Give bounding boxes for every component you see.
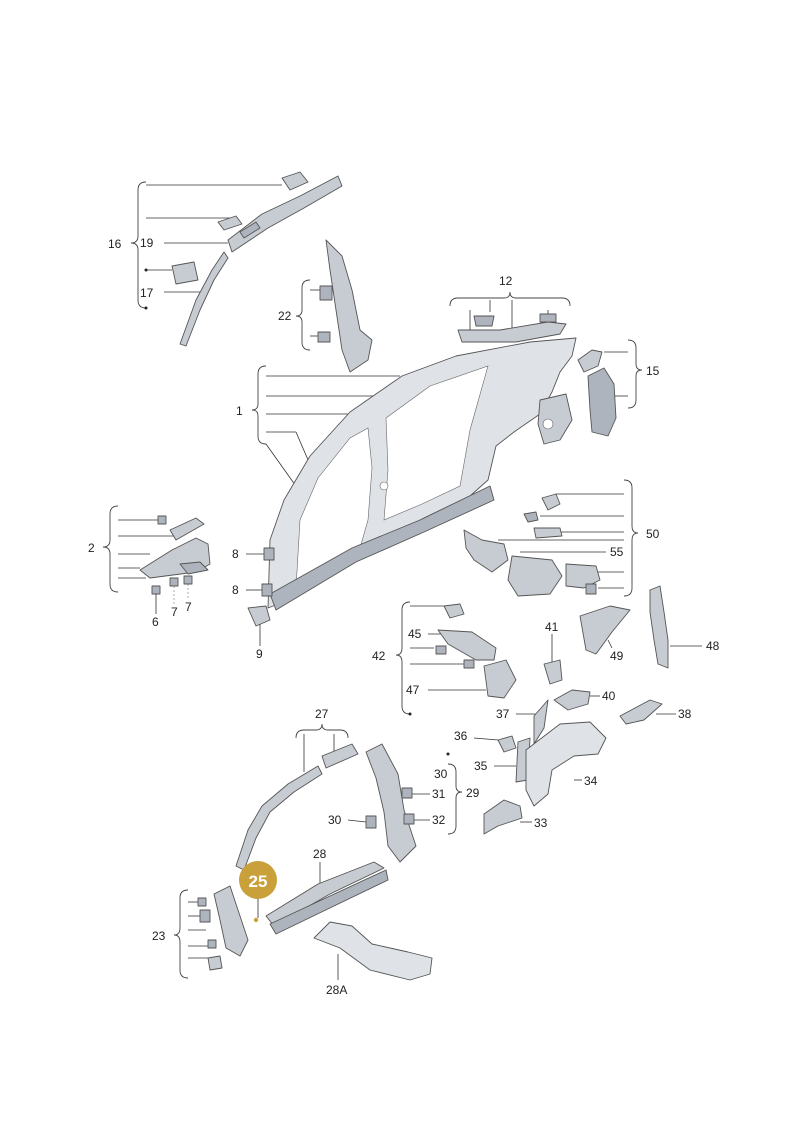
callout-8a: 8 — [232, 547, 239, 561]
callout-48: 48 — [706, 639, 720, 653]
callout-30b: 30 — [328, 813, 342, 827]
highlight-label[interactable]: 25 — [249, 872, 268, 891]
callout-29: 29 — [466, 786, 480, 800]
callout-labels: 16 19 17 22 12 15 1 2 8 8 6 7 7 9 50 55 … — [88, 236, 720, 997]
highlight-callout-25[interactable]: 25 — [239, 861, 277, 899]
callout-27: 27 — [315, 707, 329, 721]
callout-37: 37 — [496, 707, 510, 721]
group-23 — [173, 885, 259, 979]
group-41-48-49 — [543, 585, 702, 685]
callout-34: 34 — [584, 774, 598, 788]
callout-23: 23 — [152, 929, 166, 943]
group-42 — [395, 601, 517, 716]
callout-31: 31 — [432, 787, 446, 801]
callout-15: 15 — [646, 364, 660, 378]
callout-41: 41 — [545, 620, 559, 634]
callout-50: 50 — [646, 527, 660, 541]
callout-12: 12 — [499, 274, 513, 288]
callout-40: 40 — [602, 689, 616, 703]
callout-28A: 28A — [326, 983, 347, 997]
group-2 — [102, 505, 211, 614]
callout-7b: 7 — [185, 600, 192, 614]
group-16 — [130, 171, 343, 347]
callout-22: 22 — [278, 309, 292, 323]
callout-49: 49 — [610, 649, 624, 663]
group-27 — [235, 723, 359, 871]
callout-42: 42 — [372, 649, 386, 663]
callout-55: 55 — [610, 545, 624, 559]
callout-6: 6 — [152, 615, 159, 629]
callout-7a: 7 — [171, 605, 178, 619]
group-28 — [265, 861, 433, 981]
callout-8b: 8 — [232, 583, 239, 597]
callout-19: 19 — [140, 236, 154, 250]
callout-16: 16 — [108, 237, 122, 251]
callout-1: 1 — [236, 404, 243, 418]
group-15 — [577, 339, 643, 437]
callout-9: 9 — [256, 647, 263, 661]
callout-35: 35 — [474, 759, 488, 773]
callout-32: 32 — [432, 813, 446, 827]
callout-30a: 30 — [434, 767, 448, 781]
callout-17: 17 — [140, 286, 154, 300]
callout-2: 2 — [88, 541, 95, 555]
callout-28: 28 — [313, 847, 327, 861]
group-rear-wheelhouse — [473, 689, 676, 835]
group-50 — [463, 479, 639, 597]
callout-47: 47 — [406, 683, 420, 697]
highlight-badge[interactable] — [239, 861, 277, 899]
side-panel-1 — [251, 337, 577, 611]
callout-38: 38 — [678, 707, 692, 721]
group-8-9 — [246, 547, 275, 646]
group-22 — [295, 239, 373, 373]
callout-33: 33 — [534, 816, 548, 830]
callout-45: 45 — [408, 627, 422, 641]
group-12 — [449, 291, 571, 343]
callout-36: 36 — [454, 729, 468, 743]
group-29 — [347, 743, 463, 863]
